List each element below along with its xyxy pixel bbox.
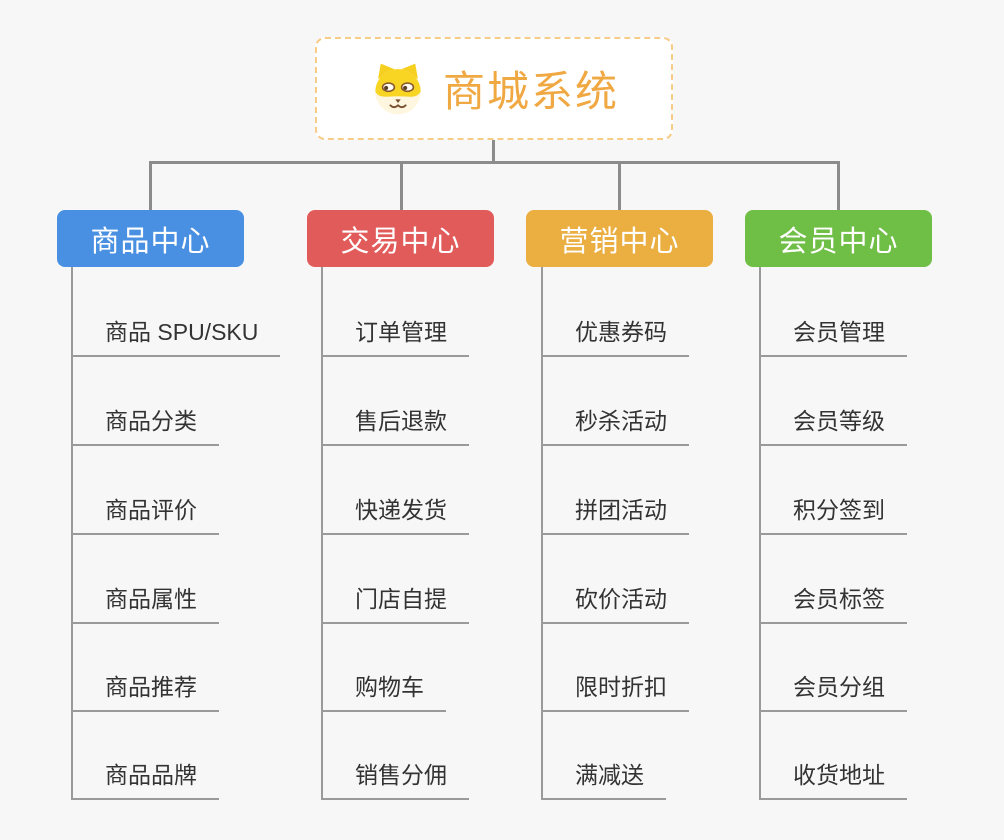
child-node[interactable]: 优惠券码 (541, 313, 689, 357)
branch-children-member-center: 会员管理 会员等级 积分签到 会员标签 会员分组 收货地址 (759, 267, 1001, 800)
branch-children-product-center: 商品 SPU/SKU 商品分类 商品评价 商品属性 商品推荐 商品品牌 (71, 267, 313, 800)
child-node[interactable]: 收货地址 (759, 756, 907, 800)
connector-stub-trade (400, 161, 403, 211)
child-node[interactable]: 快递发货 (321, 491, 469, 535)
child-node[interactable]: 会员管理 (759, 313, 907, 357)
child-node[interactable]: 商品评价 (71, 491, 219, 535)
child-node[interactable]: 会员分组 (759, 668, 907, 712)
child-node[interactable]: 满减送 (541, 756, 666, 800)
branch-node-product-center[interactable]: 商品中心 (57, 210, 244, 267)
child-node[interactable]: 会员等级 (759, 402, 907, 446)
root-node[interactable]: 商城系统 (315, 37, 673, 140)
child-node[interactable]: 购物车 (321, 668, 446, 712)
child-node[interactable]: 商品分类 (71, 402, 219, 446)
child-node[interactable]: 门店自提 (321, 580, 469, 624)
child-node[interactable]: 会员标签 (759, 580, 907, 624)
child-node[interactable]: 售后退款 (321, 402, 469, 446)
child-node[interactable]: 销售分佣 (321, 756, 469, 800)
connector-horizontal (149, 161, 840, 164)
branch-children-marketing-center: 优惠券码 秒杀活动 拼团活动 砍价活动 限时折扣 满减送 (541, 267, 783, 800)
child-node[interactable]: 订单管理 (321, 313, 469, 357)
child-node[interactable]: 商品 SPU/SKU (71, 313, 281, 357)
dog-face-icon (369, 60, 427, 118)
child-node[interactable]: 限时折扣 (541, 668, 689, 712)
child-node[interactable]: 秒杀活动 (541, 402, 689, 446)
child-node[interactable]: 商品品牌 (71, 756, 219, 800)
connector-stub-product (149, 161, 152, 211)
child-node[interactable]: 商品属性 (71, 580, 219, 624)
connector-stub-marketing (618, 161, 621, 211)
connector-stub-member (837, 161, 840, 211)
child-node[interactable]: 商品推荐 (71, 668, 219, 712)
child-node[interactable]: 积分签到 (759, 491, 907, 535)
child-node[interactable]: 拼团活动 (541, 491, 689, 535)
branch-children-trade-center: 订单管理 售后退款 快递发货 门店自提 购物车 销售分佣 (321, 267, 563, 800)
branch-node-marketing-center[interactable]: 营销中心 (526, 210, 713, 267)
branch-node-member-center[interactable]: 会员中心 (745, 210, 932, 267)
child-node[interactable]: 砍价活动 (541, 580, 689, 624)
connector-root-stub (492, 139, 495, 164)
root-title: 商城系统 (442, 68, 619, 115)
branch-node-trade-center[interactable]: 交易中心 (307, 210, 494, 267)
